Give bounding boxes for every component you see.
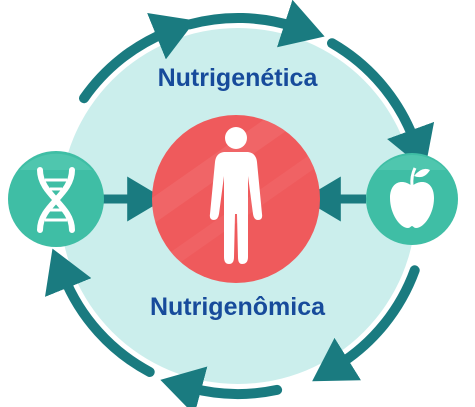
center-circle — [152, 115, 320, 283]
apple-icon — [390, 167, 434, 228]
dna-badge — [8, 151, 104, 247]
cycle-arrow-segment — [160, 366, 283, 407]
cycle-arrow-segment — [45, 248, 155, 377]
cycle-arrow-segment — [327, 38, 435, 170]
nutrigenetica-label: Nutrigenética — [157, 64, 318, 92]
cycle-arrow-segment — [312, 265, 420, 382]
dna-icon — [37, 167, 75, 233]
cycle-arrows — [45, 0, 435, 407]
nutrigenomica-label: Nutrigenômica — [149, 293, 326, 321]
apple-badge — [366, 153, 458, 245]
cycle-arrow-segment — [79, 13, 196, 104]
human-body-icon — [209, 127, 263, 264]
cycle-arrow-segment — [184, 0, 325, 48]
